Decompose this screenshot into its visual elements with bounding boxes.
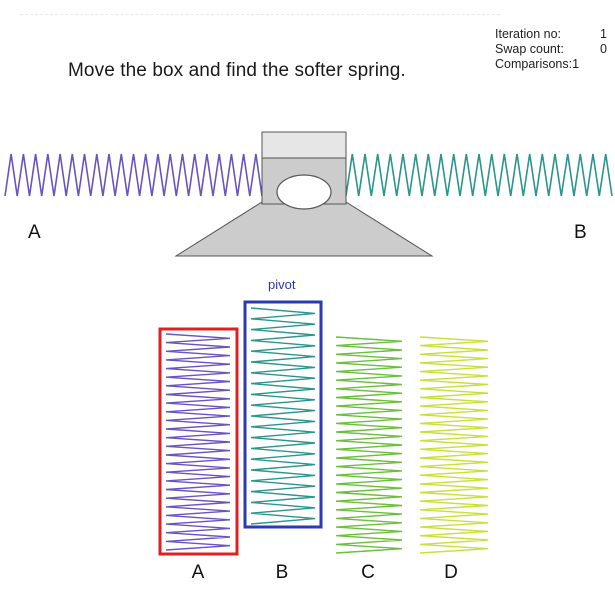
spring-label-c: C bbox=[361, 562, 375, 583]
spring-label-a: A bbox=[191, 562, 205, 583]
top-divider bbox=[20, 14, 500, 15]
stat-comparisons: Comparisons: 1 bbox=[495, 57, 607, 72]
spring-label-b: B bbox=[275, 562, 289, 583]
box-base[interactable] bbox=[174, 201, 434, 257]
balance-label-right: B bbox=[574, 222, 587, 243]
movable-box[interactable] bbox=[174, 131, 434, 257]
pivot-label: pivot bbox=[268, 277, 296, 292]
balance-spring-right[interactable] bbox=[345, 153, 613, 197]
stat-comparisons-label: Comparisons: bbox=[495, 57, 573, 71]
spring-d[interactable] bbox=[419, 336, 489, 554]
spring-a[interactable] bbox=[165, 333, 231, 551]
pivot-spring-frame bbox=[243, 300, 323, 529]
balance-spring-left[interactable] bbox=[4, 153, 263, 197]
stats-panel: Iteration no: 1 Swap count: 0 Comparison… bbox=[495, 27, 607, 72]
box-top[interactable] bbox=[261, 131, 347, 159]
spring-b[interactable] bbox=[250, 307, 316, 525]
balance-label-left: A bbox=[28, 222, 41, 243]
spring-c[interactable] bbox=[335, 336, 403, 554]
stat-iteration-value: 1 bbox=[600, 27, 607, 41]
stat-swap-value: 0 bbox=[600, 42, 607, 56]
box-hole bbox=[276, 174, 332, 210]
stat-comparisons-value: 1 bbox=[572, 57, 580, 71]
spring-label-d: D bbox=[444, 562, 458, 583]
selected-spring-frame bbox=[158, 327, 239, 556]
instruction-text: Move the box and find the softer spring. bbox=[68, 60, 406, 81]
stat-iteration: Iteration no: 1 bbox=[495, 27, 607, 42]
stat-iteration-label: Iteration no: bbox=[495, 27, 562, 41]
stat-swap-count: Swap count: 0 bbox=[495, 42, 607, 57]
stat-swap-label: Swap count: bbox=[495, 42, 564, 56]
